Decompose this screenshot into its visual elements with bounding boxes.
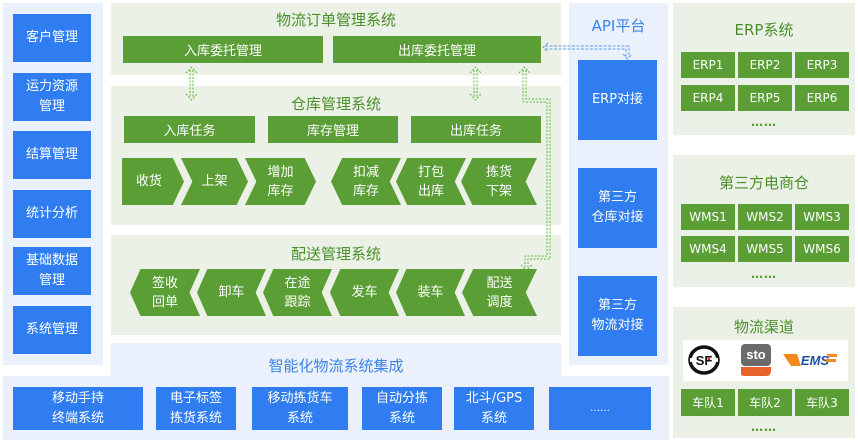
flow-step-pick[interactable]: 拣货 下架	[461, 158, 537, 205]
integration-item-more[interactable]: ……	[549, 387, 651, 430]
warehouse-system-title: 仓库管理系统	[290, 95, 381, 113]
ecommerce-warehouse-title: 第三方电商仓	[718, 174, 809, 192]
outbound-order-button[interactable]: 出库委托管理	[333, 36, 541, 63]
erp-item-6[interactable]: ERP6	[795, 85, 849, 111]
api-platform-title: API平台	[591, 17, 646, 35]
api-item-third-logistics[interactable]: 第三方 物流对接	[578, 276, 657, 356]
wms-item-5[interactable]: WMS5	[738, 236, 792, 262]
erp-systems-title: ERP系统	[734, 21, 794, 39]
sidebar-item-basedata[interactable]: 基础数据 管理	[13, 247, 91, 295]
flow-step-receive[interactable]: 收货	[122, 158, 184, 205]
integration-item-handheld[interactable]: 移动手持 终端系统	[13, 387, 143, 430]
flow-step-in-transit[interactable]: 在途 跟踪	[263, 269, 332, 316]
ems-logo-icon: EMS	[783, 350, 838, 370]
left-sidebar	[3, 3, 103, 365]
sf-logo-text: SF	[696, 353, 713, 368]
integration-item-e-label[interactable]: 电子标签 拣货系统	[156, 387, 236, 430]
erp-item-5[interactable]: ERP5	[738, 85, 792, 111]
sidebar-item-system[interactable]: 系统管理	[13, 306, 91, 354]
flow-step-shelve[interactable]: 上架	[181, 158, 248, 205]
fleet-item-1[interactable]: 车队1	[681, 389, 735, 416]
erp-item-4[interactable]: ERP4	[681, 85, 735, 111]
sto-logo-icon: sto	[740, 343, 772, 378]
sidebar-item-settlement[interactable]: 结算管理	[13, 131, 91, 179]
api-item-erp[interactable]: ERP对接	[578, 60, 657, 140]
flow-step-unload[interactable]: 卸车	[197, 269, 266, 316]
wms-more: ……	[751, 267, 777, 281]
wms-item-4[interactable]: WMS4	[681, 236, 735, 262]
flow-step-pack[interactable]: 打包 出库	[396, 158, 466, 205]
logistics-channels-title: 物流渠道	[733, 318, 794, 336]
inventory-button[interactable]: 库存管理	[268, 116, 398, 143]
erp-item-2[interactable]: ERP2	[738, 52, 792, 78]
fleet-item-3[interactable]: 车队3	[795, 389, 849, 416]
ems-logo-text: EMS	[801, 353, 830, 368]
wms-item-2[interactable]: WMS2	[738, 204, 792, 230]
api-item-third-warehouse[interactable]: 第三方 仓库对接	[578, 168, 657, 248]
flow-step-deduct-stock[interactable]: 扣减 库存	[331, 158, 401, 205]
outbound-task-button[interactable]: 出库任务	[411, 116, 541, 143]
wms-item-3[interactable]: WMS3	[795, 204, 849, 230]
sto-logo-text: sto	[746, 347, 766, 362]
delivery-system-title: 配送管理系统	[290, 245, 381, 263]
fleet-item-2[interactable]: 车队2	[738, 389, 792, 416]
integration-title: 智能化物流系统集成	[268, 357, 404, 375]
erp-item-3[interactable]: ERP3	[795, 52, 849, 78]
sidebar-item-capacity[interactable]: 运力资源 管理	[13, 73, 91, 121]
inbound-order-button[interactable]: 入库委托管理	[123, 36, 323, 63]
fleet-more: ……	[751, 420, 777, 434]
integration-item-gps[interactable]: 北斗/GPS 系统	[454, 387, 534, 430]
order-system-title: 物流订单管理系统	[275, 11, 396, 29]
wms-item-1[interactable]: WMS1	[681, 204, 735, 230]
sidebar-item-customer[interactable]: 客户管理	[13, 14, 91, 62]
flow-step-dispatch[interactable]: 配送 调度	[462, 269, 537, 316]
sidebar-item-statistics[interactable]: 统计分析	[13, 190, 91, 238]
integration-item-picking-cart[interactable]: 移动拣货车 系统	[252, 387, 348, 430]
integration-item-sorting[interactable]: 自动分拣 系统	[362, 387, 442, 430]
wms-item-6[interactable]: WMS6	[795, 236, 849, 262]
erp-item-1[interactable]: ERP1	[681, 52, 735, 78]
flow-step-load[interactable]: 装车	[396, 269, 465, 316]
flow-step-sign-receipt[interactable]: 签收 回单	[130, 269, 200, 316]
erp-more: ……	[751, 115, 777, 129]
flow-step-depart[interactable]: 发车	[330, 269, 399, 316]
flow-step-add-stock[interactable]: 增加 库存	[245, 158, 316, 205]
sf-logo-icon: SF	[688, 345, 720, 375]
inbound-task-button[interactable]: 入库任务	[124, 116, 255, 143]
